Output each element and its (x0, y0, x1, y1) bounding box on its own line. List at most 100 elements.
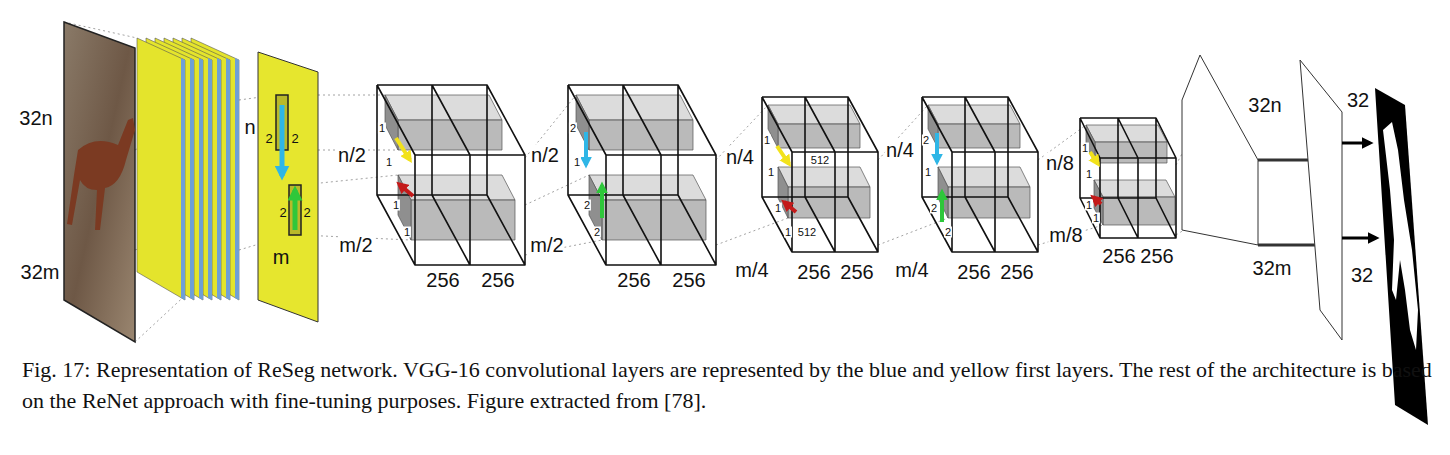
projection-line (716, 218, 788, 245)
tensor-cuboid (922, 97, 1038, 252)
tensor-cuboid (568, 85, 716, 265)
dimension-label: m/2 (338, 235, 373, 255)
step-number: 1 (1085, 169, 1093, 180)
step-number: 1 (1081, 143, 1089, 154)
sweep-arrow (940, 192, 944, 222)
conv-layer-edge (226, 58, 230, 300)
step-number: 2 (583, 200, 591, 211)
dimension-label: n/2 (530, 145, 560, 165)
step-number: 1 (385, 157, 393, 168)
dimension-label: 32 (1350, 265, 1374, 285)
vgg-layers (137, 38, 239, 300)
dimension-label: 2 (264, 132, 273, 145)
sweep-arrow (1093, 197, 1101, 204)
step-number: 1 (763, 135, 771, 146)
dimension-label: 256 (425, 270, 460, 290)
dimension-label: 256 (616, 270, 651, 290)
step-number: 1 (1085, 200, 1093, 211)
tensor-cuboid (1080, 118, 1176, 238)
conv-layer (137, 38, 185, 300)
tensor-cuboid (377, 85, 525, 265)
step-number: 1 (403, 227, 411, 238)
tensor-blocks (377, 85, 1176, 265)
dimension-label: m/4 (734, 260, 769, 280)
sweep-arrow (399, 184, 413, 196)
projection-line (878, 218, 948, 245)
sweep-arrow (777, 146, 789, 164)
step-number: 1 (392, 200, 400, 211)
dimension-label: 2 (302, 206, 311, 219)
dimension-label: 256 (480, 270, 515, 290)
dimension-label: n/4 (725, 147, 755, 167)
slab-front (1103, 197, 1175, 225)
patch-window (289, 185, 301, 235)
tensor-cuboid (762, 97, 878, 252)
dimension-label: 256 (839, 262, 874, 282)
sweep-arrow (784, 202, 796, 212)
output-arrow (1342, 237, 1376, 240)
input-image (64, 22, 135, 342)
step-number: 512 (810, 155, 830, 166)
figure-caption: Fig. 17: Representation of ReSeg network… (22, 355, 1432, 417)
output-arrow (1342, 142, 1370, 145)
dimension-label: 2 (290, 132, 299, 145)
step-number: 512 (797, 227, 817, 238)
plane-link (1258, 244, 1315, 247)
dimension-label: m/8 (1048, 225, 1083, 245)
step-number: 1 (378, 123, 386, 134)
sweep-arrow (396, 138, 410, 160)
dimension-label: 32m (1252, 258, 1293, 278)
plane-link (1258, 159, 1308, 162)
dimension-label: 256 (1139, 246, 1174, 266)
dimension-label: 256 (1101, 246, 1136, 266)
step-number: 2 (569, 123, 577, 134)
sweep-arrow (293, 190, 298, 230)
dimension-label: n (243, 117, 256, 137)
step-number: 1 (1092, 213, 1100, 224)
projection-line (878, 105, 928, 160)
sweep-arrow (280, 105, 285, 176)
conv-layer-edge (208, 58, 212, 300)
dimension-label: n/4 (885, 140, 915, 160)
slab-front (602, 200, 706, 240)
dimension-label: 32n (18, 108, 53, 128)
mask-horse (1383, 122, 1418, 350)
dimension-label: 256 (956, 262, 991, 282)
slab-front (411, 200, 515, 240)
horse-picture (67, 118, 135, 230)
conv-layer-edge (199, 58, 203, 300)
projection-lines (64, 22, 1200, 342)
step-number: 1 (924, 167, 932, 178)
sweep-arrows (396, 132, 1101, 222)
projection-line (1038, 225, 1103, 245)
dimension-label: m (272, 247, 291, 267)
slab-top (1094, 180, 1175, 197)
sweep-arrow (584, 132, 588, 165)
sweep-arrow (935, 133, 939, 162)
conv-layer-edge (190, 58, 194, 300)
step-number: 2 (930, 203, 938, 214)
dimension-label: 256 (999, 262, 1034, 282)
dimension-label: m/4 (894, 260, 929, 280)
conv-layer-edge (235, 58, 239, 300)
dimension-label: 32n (1247, 95, 1282, 115)
upsample-plane (1300, 60, 1342, 340)
step-number: 1 (767, 167, 775, 178)
step-number: 1 (573, 157, 581, 168)
step-number: 1 (784, 227, 792, 238)
step-number: 2 (944, 227, 952, 238)
step-number: 2 (593, 227, 601, 238)
dimension-label: 2 (278, 206, 287, 219)
dimension-label: n/2 (337, 145, 367, 165)
step-number: 1 (774, 203, 782, 214)
dimension-label: 256 (671, 270, 706, 290)
conv-layer-edge (181, 58, 185, 300)
upsample-plane (1182, 55, 1258, 245)
dimension-label: m/2 (529, 235, 564, 255)
conv-layer-edge (217, 58, 221, 300)
projection-line (525, 175, 589, 205)
sweep-arrow (1090, 152, 1098, 164)
step-number: 2 (922, 135, 930, 146)
